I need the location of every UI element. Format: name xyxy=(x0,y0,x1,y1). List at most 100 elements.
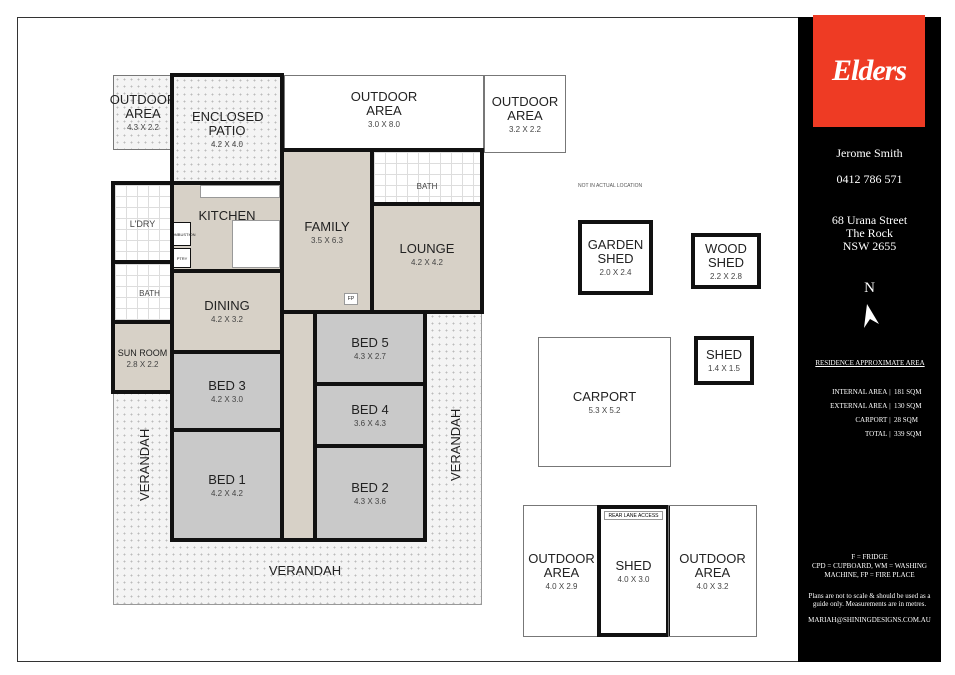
room-dims: 3.2 X 2.2 xyxy=(508,124,542,134)
room-dims: 4.2 X 3.0 xyxy=(210,394,244,404)
room-name: OUTDOOR AREA xyxy=(350,89,418,118)
room-name: OUTDOOR AREA xyxy=(491,93,559,123)
bed-4: BED 4 3.6 X 4.3 xyxy=(313,382,427,448)
combustion: COMBUSTION xyxy=(168,222,196,246)
dining: DINING 4.2 X 3.2 xyxy=(170,269,284,354)
room-dims: 2.0 X 2.4 xyxy=(599,268,632,277)
address-line1: 68 Urana Street xyxy=(831,213,908,227)
room-dims: 4.3 X 2.7 xyxy=(353,351,387,361)
compass-label: N xyxy=(864,280,875,296)
room-name: SHED xyxy=(705,347,743,362)
room-name: VERANDAH xyxy=(137,428,152,502)
area-summary-table: INTERNAL AREA|181 SQM EXTERNAL AREA|130 … xyxy=(806,385,934,441)
kitchen-island xyxy=(232,220,280,268)
kitchen-bench xyxy=(200,185,280,198)
verandah-right-label: VERANDAH xyxy=(446,400,466,490)
pantry-label: PTRY xyxy=(176,255,188,261)
area-summary-title: RESIDENCE APPROXIMATE AREA xyxy=(815,359,925,367)
small-shed: SHED 1.4 X 1.5 xyxy=(694,336,754,385)
wood-shed: WOOD SHED 2.2 X 2.8 xyxy=(691,233,761,289)
pantry: PTRY xyxy=(173,248,191,268)
laundry: L'DRY xyxy=(111,181,174,264)
bath-left: BATH xyxy=(111,260,174,324)
area-row: INTERNAL AREA|181 SQM xyxy=(806,385,934,399)
outdoor-area-right: OUTDOOR AREA 3.2 X 2.2 xyxy=(484,75,566,153)
sun-room: SUN ROOM 2.8 X 2.2 xyxy=(111,320,174,394)
room-name: WOOD SHED xyxy=(705,240,747,270)
room-name: BED 5 xyxy=(351,334,389,350)
room-name: CARPORT xyxy=(572,388,637,404)
room-dims: 3.5 X 6.3 xyxy=(310,236,344,245)
room-dims: 4.0 X 3.0 xyxy=(617,574,650,584)
room-name: BED 1 xyxy=(208,471,246,487)
outdoor-area-top: OUTDOOR AREA 3.0 X 8.0 xyxy=(284,75,484,150)
carport: CARPORT 5.3 X 5.2 xyxy=(538,337,671,467)
room-name: KITCHEN xyxy=(198,208,256,223)
bed-5: BED 5 4.3 X 2.7 xyxy=(313,310,427,386)
room-name: BED 2 xyxy=(351,479,389,495)
logo-text: Elders xyxy=(831,54,907,87)
outdoor-area-bottom-left: OUTDOOR AREA 4.0 X 2.9 xyxy=(523,505,600,637)
fp-label: FP xyxy=(347,296,355,302)
room-name: BED 3 xyxy=(208,377,246,393)
bed-2: BED 2 4.3 X 3.6 xyxy=(313,444,427,542)
area-label: EXTERNAL AREA xyxy=(830,402,888,410)
room-name: LOUNGE xyxy=(399,241,455,256)
area-label: TOTAL xyxy=(865,430,888,438)
disclaimer: Plans are not to scale & should be used … xyxy=(808,592,931,608)
lounge: LOUNGE 4.2 X 4.2 xyxy=(370,202,484,314)
bed-3: BED 3 4.2 X 3.0 xyxy=(170,350,284,432)
room-dims: 2.2 X 2.8 xyxy=(709,271,743,281)
area-value: 339 SQM xyxy=(894,430,922,438)
room-name: BATH xyxy=(416,181,438,191)
bath-top: BATH xyxy=(370,148,484,206)
room-dims: 4.0 X 2.9 xyxy=(545,581,578,591)
shed-bottom: SHED 4.0 X 3.0 xyxy=(597,505,670,637)
room-dims: 4.3 X 2.2 xyxy=(126,123,160,132)
not-in-location-note: NOT IN ACTUAL LOCATION xyxy=(578,183,643,189)
garden-shed: GARDEN SHED 2.0 X 2.4 xyxy=(578,220,653,295)
address-line2: The Rock xyxy=(846,226,893,240)
room-dims: 2.8 X 2.2 xyxy=(126,359,159,369)
north-arrow-icon xyxy=(864,304,879,328)
room-name: SHED xyxy=(615,557,652,573)
abbreviation-legend: F = FRIDGE CPD = CUPBOARD, WM = WASHING … xyxy=(812,553,927,579)
outdoor-area-left: OUTDOOR AREA 4.3 X 2.2 xyxy=(109,75,177,150)
room-name: VERANDAH xyxy=(268,563,342,578)
hallway xyxy=(280,310,317,542)
room-dims: 3.0 X 8.0 xyxy=(367,120,401,129)
room-dims: 1.4 X 1.5 xyxy=(707,364,741,373)
room-name: OUTDOOR AREA xyxy=(109,92,177,121)
fireplace: FP xyxy=(344,293,358,305)
outdoor-area-bottom-right: OUTDOOR AREA 4.0 X 3.2 xyxy=(668,505,757,637)
room-dims: 4.0 X 3.2 xyxy=(696,581,729,591)
room-name: FAMILY xyxy=(304,219,350,234)
elders-logo: Elders xyxy=(813,15,925,127)
room-dims: 4.2 X 4.2 xyxy=(410,258,444,267)
address: 68 Urana Street The Rock NSW 2655 xyxy=(798,214,941,253)
room-name: OUTDOOR AREA xyxy=(528,550,595,580)
combustion-label: COMBUSTION xyxy=(168,231,196,237)
room-dims: 4.2 X 3.2 xyxy=(210,315,244,324)
area-value: 28 SQM xyxy=(894,416,918,424)
room-name: L'DRY xyxy=(129,218,156,229)
family: FAMILY 3.5 X 6.3 xyxy=(280,148,374,314)
room-dims: 4.3 X 3.6 xyxy=(353,496,387,506)
room-name: SUN ROOM xyxy=(117,347,168,358)
area-row: TOTAL|339 SQM xyxy=(806,427,934,441)
verandah-bottom-label: VERANDAH xyxy=(240,562,370,580)
address-line3: NSW 2655 xyxy=(842,239,897,253)
room-name: ENCLOSED PATIO xyxy=(192,108,264,138)
room-name: VERANDAH xyxy=(448,408,463,482)
agent-phone: 0412 786 571 xyxy=(836,172,903,186)
room-name: BATH xyxy=(139,288,160,298)
area-label: CARPORT xyxy=(855,416,888,424)
room-name: GARDEN SHED xyxy=(587,237,644,266)
verandah-left-label: VERANDAH xyxy=(135,420,155,510)
room-dims: 4.2 X 4.0 xyxy=(210,139,244,149)
area-row: CARPORT|28 SQM xyxy=(806,413,934,427)
area-row: EXTERNAL AREA|130 SQM xyxy=(806,399,934,413)
room-name: OUTDOOR AREA xyxy=(679,550,746,580)
area-value: 130 SQM xyxy=(894,402,922,410)
room-name: BED 4 xyxy=(351,401,389,417)
